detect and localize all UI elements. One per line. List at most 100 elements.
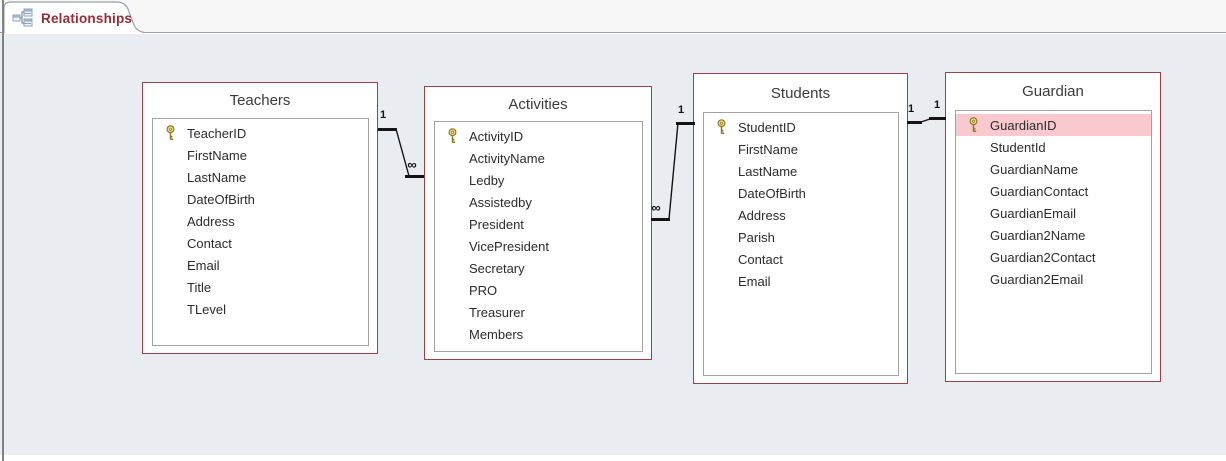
field-row[interactable]: Treasurer [435,301,642,323]
field-name: GuardianEmail [990,205,1076,221]
join-bar-students-one-2[interactable] [907,121,922,124]
field-name: Guardian2Contact [990,249,1096,265]
tab-relationships[interactable]: Relationships [12,6,132,30]
field-row[interactable]: Title [153,276,368,298]
window-edge-line [2,0,4,461]
field-row[interactable]: Address [704,204,898,226]
field-row[interactable]: Secretary [435,257,642,279]
field-name: ActivityName [469,150,545,166]
field-row[interactable]: StudentId [956,136,1151,158]
primary-key-icon [448,128,457,143]
field-row[interactable]: VicePresident [435,235,642,257]
field-name: TLevel [187,301,227,317]
field-row[interactable]: Email [153,254,368,276]
field-row[interactable]: LastName [704,160,898,182]
field-name: GuardianName [990,161,1079,177]
field-name: Guardian2Name [990,227,1086,243]
field-row[interactable]: TeacherID [153,122,368,144]
field-row[interactable]: Email [704,270,898,292]
tab-bar: Relationships [0,0,1226,33]
field-name: President [469,216,524,232]
field-name: Email [738,273,771,289]
field-name: StudentId [990,139,1046,155]
field-name: VicePresident [469,238,549,254]
cardinality-one: 1 [379,109,387,121]
field-row[interactable]: DateOfBirth [153,188,368,210]
field-row[interactable]: FirstName [153,144,368,166]
join-bar-activities-many[interactable] [405,175,424,178]
field-row[interactable]: Address [153,210,368,232]
field-name: GuardianContact [990,183,1089,199]
field-row[interactable]: DateOfBirth [704,182,898,204]
field-name: Ledby [469,172,505,188]
field-row[interactable]: President [435,213,642,235]
field-row[interactable]: PRO [435,279,642,301]
field-name: TeacherID [187,125,247,141]
field-name: ActivityID [469,128,524,144]
field-name: FirstName [187,147,247,163]
join-bar-teachers-one[interactable] [378,128,397,131]
primary-key-icon [166,125,175,140]
cardinality-one: 1 [677,104,685,116]
field-row[interactable]: Ledby [435,169,642,191]
cardinality-many: ∞ [651,200,661,215]
field-row[interactable]: Contact [704,248,898,270]
field-name: Assistedby [469,194,532,210]
join-bar-students-one[interactable] [676,122,695,125]
field-row[interactable]: Parish [704,226,898,248]
field-name: Members [469,326,524,342]
field-name: Address [187,213,235,229]
field-row[interactable]: StudentID [704,116,898,138]
field-row[interactable]: Guardian2Contact [956,246,1151,268]
field-name: GuardianID [990,117,1057,133]
table-title: Teachers [229,92,291,109]
field-row[interactable]: Members [435,323,642,345]
field-name: Parish [738,229,775,245]
field-row[interactable]: TLevel [153,298,368,320]
cardinality-one: 1 [907,103,915,115]
key-cell [165,125,187,141]
key-cell [716,119,738,135]
field-name: Title [187,279,212,295]
field-name: Secretary [469,260,525,276]
join-bar-guardian-one[interactable] [929,117,946,120]
field-row[interactable]: GuardianID [956,114,1151,136]
field-row[interactable]: GuardianEmail [956,202,1151,224]
field-name: Email [187,257,220,273]
field-name: LastName [187,169,247,185]
field-name: PRO [469,282,498,298]
field-name: Contact [187,235,232,251]
field-row[interactable]: Contact [153,232,368,254]
cardinality-one: 1 [933,99,941,111]
table-title: Students [770,84,831,102]
field-row[interactable]: LastName [153,166,368,188]
field-name: Address [738,207,786,223]
field-row[interactable]: ActivityName [435,147,642,169]
field-name: Treasurer [469,304,525,320]
field-name: DateOfBirth [738,185,806,201]
primary-key-icon [717,119,726,134]
field-row[interactable]: Guardian2Name [956,224,1151,246]
key-cell [968,117,990,133]
table-title: Guardian [1022,83,1084,100]
field-name: Guardian2Email [990,271,1084,287]
field-row[interactable]: GuardianName [956,158,1151,180]
field-row[interactable]: ActivityID [435,125,642,147]
field-row[interactable]: Guardian2Email [956,268,1151,290]
field-name: Contact [738,251,783,267]
field-row[interactable]: Assistedby [435,191,642,213]
field-row[interactable]: FirstName [704,138,898,160]
field-name: StudentID [738,119,796,135]
table-title: Activities [508,95,568,113]
join-bar-activities-many-2[interactable] [651,218,670,221]
field-name: FirstName [738,141,798,157]
field-row[interactable]: GuardianContact [956,180,1151,202]
